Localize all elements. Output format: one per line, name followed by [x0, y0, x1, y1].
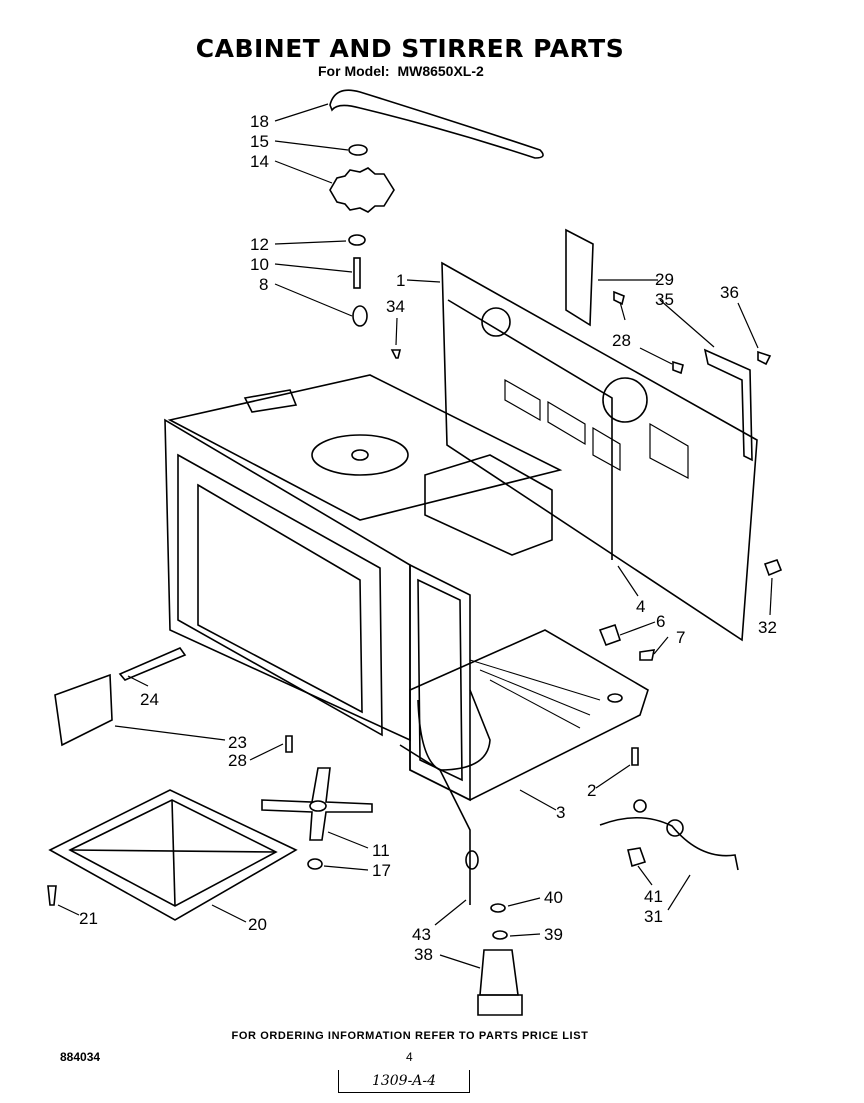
callout-23: 23 [228, 733, 247, 752]
shaft [353, 257, 361, 289]
wrapper-panel [441, 261, 758, 642]
screw-34 [390, 349, 402, 359]
screw-28b [672, 360, 684, 375]
washer-39 [492, 930, 508, 940]
handwritten-stamp: 1309-A-4 [338, 1070, 470, 1093]
page-number: 4 [406, 1050, 413, 1064]
base-pan [409, 629, 649, 801]
vent-strip [118, 647, 187, 681]
washer-15 [348, 144, 368, 156]
blower [417, 689, 491, 771]
callout-1: 1 [396, 271, 405, 290]
callout-7: 7 [676, 628, 685, 647]
callout-28-left: 28 [228, 751, 247, 770]
stirrer-cover [311, 434, 409, 476]
bottom-plate [48, 789, 298, 921]
callout-35: 35 [655, 290, 674, 309]
callout-11: 11 [372, 841, 390, 860]
nut-32 [763, 559, 783, 577]
callout-21: 21 [79, 909, 98, 928]
callout-8: 8 [259, 275, 268, 294]
callout-3: 3 [556, 803, 565, 822]
transformer [424, 454, 553, 556]
back-panel-29 [565, 228, 594, 327]
screw-28 [613, 290, 625, 306]
callout-34: 34 [386, 297, 405, 316]
screw-21 [47, 885, 57, 906]
bracket-35 [703, 348, 753, 462]
model-line: For Model: MW8650XL-2 [318, 63, 484, 79]
callout-29: 29 [655, 270, 674, 289]
callout-20: 20 [248, 915, 267, 934]
screw-7 [639, 649, 656, 661]
callout-39: 39 [544, 925, 563, 944]
clip-6 [598, 623, 622, 647]
clamp-41 [627, 847, 647, 868]
document-number: 884034 [60, 1050, 101, 1064]
callout-10: 10 [250, 255, 269, 274]
model-label: For Model: [318, 63, 390, 79]
callout-18: 18 [250, 112, 269, 131]
callout-24: 24 [140, 690, 159, 709]
callout-2: 2 [587, 781, 596, 800]
screw-36 [757, 350, 772, 366]
bearing [352, 305, 368, 327]
callout-31: 31 [644, 907, 663, 926]
model-number: MW8650XL-2 [397, 63, 484, 79]
callout-12: 12 [250, 235, 269, 254]
callout-38: 38 [414, 945, 433, 964]
screw-28c [285, 735, 293, 753]
callout-32: 32 [758, 618, 777, 637]
page-title: CABINET AND STIRRER PARTS [195, 34, 625, 63]
callout-15: 15 [250, 132, 269, 151]
cavity-top [167, 374, 563, 521]
fan-blade [261, 767, 373, 841]
callout-43: 43 [412, 925, 431, 944]
washer-12 [348, 234, 366, 246]
stirrer-pulley [329, 167, 395, 213]
nut-17 [307, 858, 323, 870]
plate-23 [54, 673, 113, 747]
washer-40 [490, 903, 506, 913]
power-cord [599, 816, 739, 871]
callout-17: 17 [372, 861, 391, 880]
stirrer-shaft-43 [399, 744, 471, 905]
callout-41: 41 [644, 887, 663, 906]
stirrer-belt [329, 89, 544, 159]
callout-6: 6 [656, 612, 665, 631]
callout-28-top: 28 [612, 331, 631, 350]
callout-4: 4 [636, 597, 645, 616]
callout-14: 14 [250, 152, 269, 171]
callout-40: 40 [544, 888, 563, 907]
stirrer-motor [479, 949, 519, 996]
callout-36: 36 [720, 283, 739, 302]
screw-2 [631, 747, 639, 766]
ordering-note: FOR ORDERING INFORMATION REFER TO PARTS … [231, 1030, 589, 1042]
